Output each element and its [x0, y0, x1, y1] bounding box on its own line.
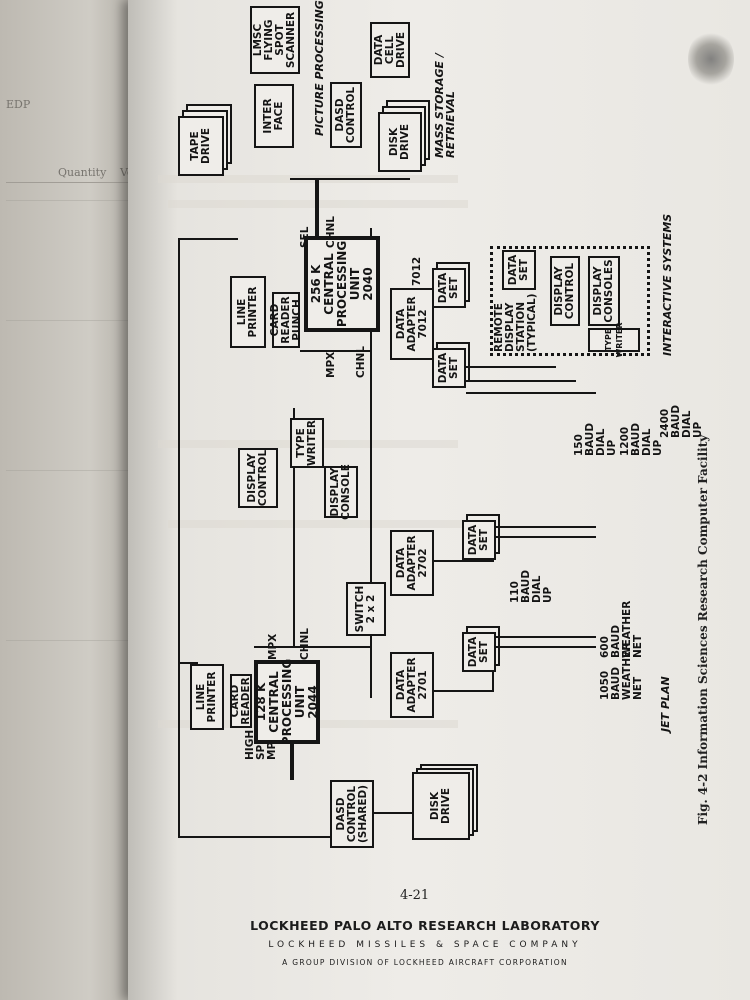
- data-set-2701-box: DATA SET: [462, 632, 496, 672]
- connector-line: [290, 178, 410, 180]
- display-control-box: DISPLAY CONTROL: [238, 448, 278, 508]
- chnl-bottom-label: CHNL: [299, 628, 311, 660]
- left-page-rule: [6, 470, 146, 471]
- flying-spot-scanner-box: LMSC FLYING SPOT SCANNER: [250, 6, 300, 74]
- display-console-box: DISPLAY CONSOLE: [324, 464, 358, 520]
- remote-data-set-box: DATA SET: [502, 250, 536, 290]
- left-page-rule: [6, 320, 146, 321]
- chnl-sel-label: CHNL: [325, 216, 337, 248]
- page-number: 4-21: [400, 888, 430, 903]
- connector-line: [496, 646, 596, 648]
- data-adapter-2701-box: DATA ADAPTER 2701: [390, 652, 434, 718]
- picture-processing-label: PICTURE PROCESSING: [313, 0, 326, 136]
- connector-line: [178, 238, 180, 838]
- left-page-rule: [6, 640, 146, 641]
- line-printer-bottom-box: LINE PRINTER: [190, 664, 224, 730]
- dasd-control-shared-box: DASD CONTROL (SHARED): [330, 780, 374, 848]
- remote-display-station-label: REMOTE DISPLAY STATION (TYPICAL): [493, 293, 538, 353]
- baud-600-label: 600 BAUD WEATHER NET: [599, 600, 644, 658]
- remote-display-control-box: DISPLAY CONTROL: [550, 256, 580, 326]
- connector-line: [300, 350, 370, 352]
- data-adapter-7012-box: DATA ADAPTER 7012: [390, 288, 434, 360]
- data-set-1-box: DATA SET: [432, 348, 466, 388]
- num-7012-label: 7012: [411, 256, 423, 286]
- disk-drive-top-box: DISK DRIVE: [378, 112, 422, 172]
- baud-110-label: 110 BAUD DIAL UP: [509, 569, 554, 603]
- connector-line: [178, 836, 346, 838]
- data-set-2702-box: DATA SET: [462, 520, 496, 560]
- left-page-quantity-header: Quantity: [58, 166, 107, 179]
- baud-2400-label: 2400 BAUD DIAL UP: [659, 404, 704, 438]
- connector-line: [178, 662, 198, 664]
- data-adapter-2702-box: DATA ADAPTER 2702: [390, 530, 434, 596]
- connector-line: [496, 536, 596, 538]
- connector-line: [254, 646, 370, 648]
- data-set-2-box: DATA SET: [432, 268, 466, 308]
- type-writer-box: TYPE WRITER: [290, 418, 324, 468]
- heavy-connector: [290, 744, 294, 780]
- disk-drive-bottom-box: DISK DRIVE: [412, 772, 470, 840]
- remote-display-consoles-box: DISPLAY CONSOLES: [588, 256, 620, 326]
- ink-smudge: [688, 30, 734, 88]
- data-cell-drive-box: DATA CELL DRIVE: [370, 22, 410, 78]
- connector-line: [496, 526, 596, 528]
- card-reader-box: CARD READER: [229, 674, 252, 728]
- connector-line: [496, 636, 596, 638]
- connector-line: [178, 238, 238, 240]
- footer-division: A GROUP DIVISION OF LOCKHEED AIRCRAFT CO…: [282, 958, 568, 967]
- bleed-through: [168, 520, 468, 528]
- baud-1200-label: 1200 BAUD DIAL UP: [619, 422, 664, 456]
- connector-line: [466, 380, 576, 382]
- footer-laboratory: LOCKHEED PALO ALTO RESEARCH LABORATORY: [250, 918, 600, 933]
- tape-drive-box: TAPE DRIVE: [178, 116, 224, 176]
- left-page-rule: [6, 182, 146, 183]
- connector-line: [466, 392, 596, 394]
- dasd-control-box: DASD CONTROL: [330, 82, 362, 148]
- heavy-connector: [315, 180, 319, 236]
- card-reader-punch-box: CARD READER PUNCH: [269, 292, 303, 348]
- interface-box: INTER FACE: [254, 84, 294, 148]
- left-page-heading-fragment: EDP: [6, 98, 31, 111]
- footer-company: LOCKHEED MISSILES & SPACE COMPANY: [268, 940, 582, 950]
- connector-line: [374, 812, 412, 814]
- left-facing-page: EDP Quantity Ven: [0, 0, 150, 1000]
- line-printer-top-box: LINE PRINTER: [230, 276, 266, 348]
- jet-plan-label: JET PLAN: [659, 676, 672, 732]
- baud-150-label: 150 BAUD DIAL UP: [573, 422, 618, 456]
- mpx-top-label: MPX: [325, 351, 337, 378]
- interactive-systems-label: INTERACTIVE SYSTEMS: [661, 213, 674, 356]
- connector-line: [434, 560, 494, 562]
- connector-line: [434, 690, 494, 692]
- cpu-256k-box: 256 K CENTRAL PROCESSING UNIT 2040: [304, 236, 380, 332]
- sel-label: SEL: [299, 226, 311, 248]
- cpu-128k-box: 128 K CENTRAL PROCESSING UNIT 2044: [253, 658, 320, 746]
- mass-storage-label: MASS STORAGE / RETRIEVAL: [433, 53, 457, 158]
- connector-line: [492, 672, 494, 692]
- left-page-rule: [6, 200, 146, 201]
- switch-box: SWITCH 2 x 2: [346, 582, 386, 636]
- connector-line: [466, 366, 556, 368]
- computer-facility-diagram: DASD CONTROL (SHARED) DISK DRIVE HIGH SP…: [150, 0, 710, 848]
- remote-type-writer-box: TYPE WRITER: [588, 322, 640, 358]
- figure-caption: Fig. 4-2 Information Sciences Research C…: [696, 434, 710, 825]
